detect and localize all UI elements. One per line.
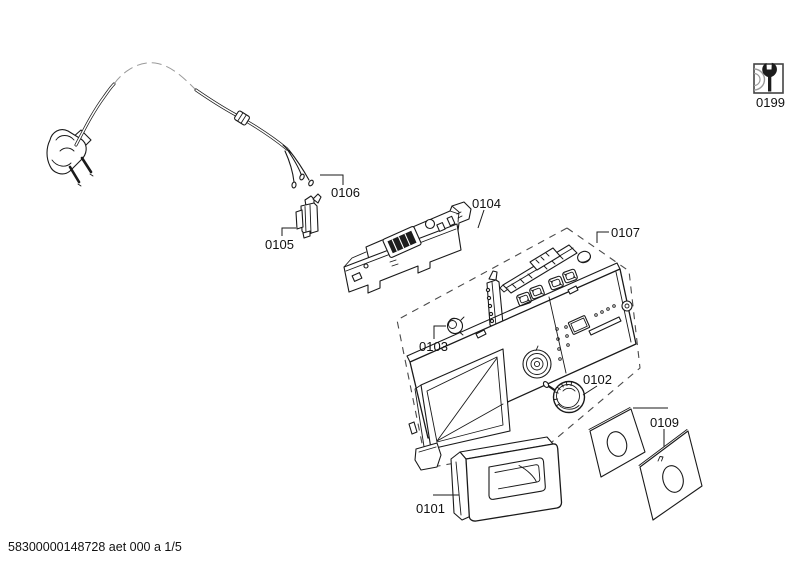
service-kit-icon — [753, 62, 784, 94]
callout-leader-lines — [281, 174, 668, 496]
assembly-panel-0107 — [406, 244, 637, 471]
callout-0109: 0109 — [650, 415, 679, 430]
callout-0101: 0101 — [416, 501, 445, 516]
callout-0102: 0102 — [583, 372, 612, 387]
part-knob — [542, 380, 586, 414]
callout-0106: 0106 — [331, 185, 360, 200]
callout-0199: 0199 — [756, 95, 785, 110]
callout-0103: 0103 — [419, 339, 448, 354]
callout-0104: 0104 — [472, 196, 501, 211]
part-cover-plates — [588, 407, 703, 521]
wrench-icon — [762, 62, 777, 92]
part-lens — [446, 316, 465, 336]
part-control-module — [343, 201, 472, 294]
document-reference: 58300000148728 aet 000 a 1/5 — [8, 540, 182, 554]
part-drawer-front — [450, 436, 563, 522]
part-suppressor — [295, 193, 322, 239]
part-power-cord — [46, 62, 314, 189]
callout-0105: 0105 — [265, 237, 294, 252]
callout-0107: 0107 — [611, 225, 640, 240]
